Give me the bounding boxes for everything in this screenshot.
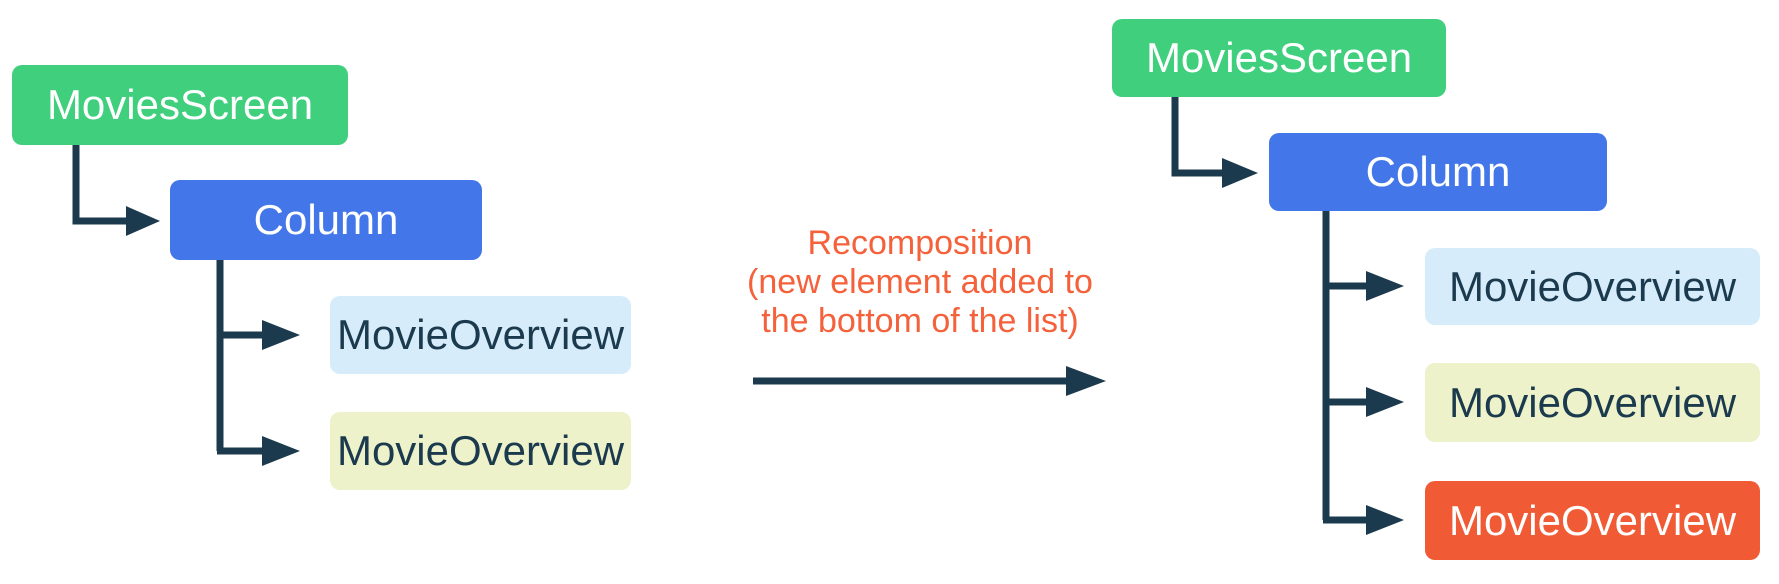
right-column-node: Column [1269,133,1607,211]
right-root-to-column-connector [1171,97,1224,177]
left-column-node: Column [170,180,482,260]
left-root-to-column-arrowhead-icon [126,206,160,236]
recomposition-label-line-1: Recomposition [807,224,1033,262]
recomposition-label-line-2: (new element added to [747,263,1093,301]
right-column-child2-arrowhead-icon [1366,387,1404,417]
recomposition-label-line-3: the bottom of the list) [761,302,1079,340]
recomposition-arrowhead-icon [1066,366,1106,396]
right-movie-overview-node-new: MovieOverview [1425,481,1760,560]
left-column-child2-arrowhead-icon [262,436,300,466]
left-root-to-column-connector [72,145,128,225]
right-root-to-column-arrowhead-icon [1222,158,1258,188]
left-movie-overview-node-2: MovieOverview [330,412,631,490]
right-movies-screen-node: MoviesScreen [1112,19,1446,97]
left-movie-overview-node-1: MovieOverview [330,296,631,374]
right-column-child3-arrowhead-icon [1366,505,1404,535]
right-movie-overview-node-1: MovieOverview [1425,248,1760,325]
left-movies-screen-node: MoviesScreen [12,65,348,145]
recomposition-label: Recomposition (new element added to the … [690,224,1150,341]
right-movie-overview-node-2: MovieOverview [1425,363,1760,442]
left-column-child1-arrowhead-icon [262,320,300,350]
right-column-child1-arrowhead-icon [1366,271,1404,301]
